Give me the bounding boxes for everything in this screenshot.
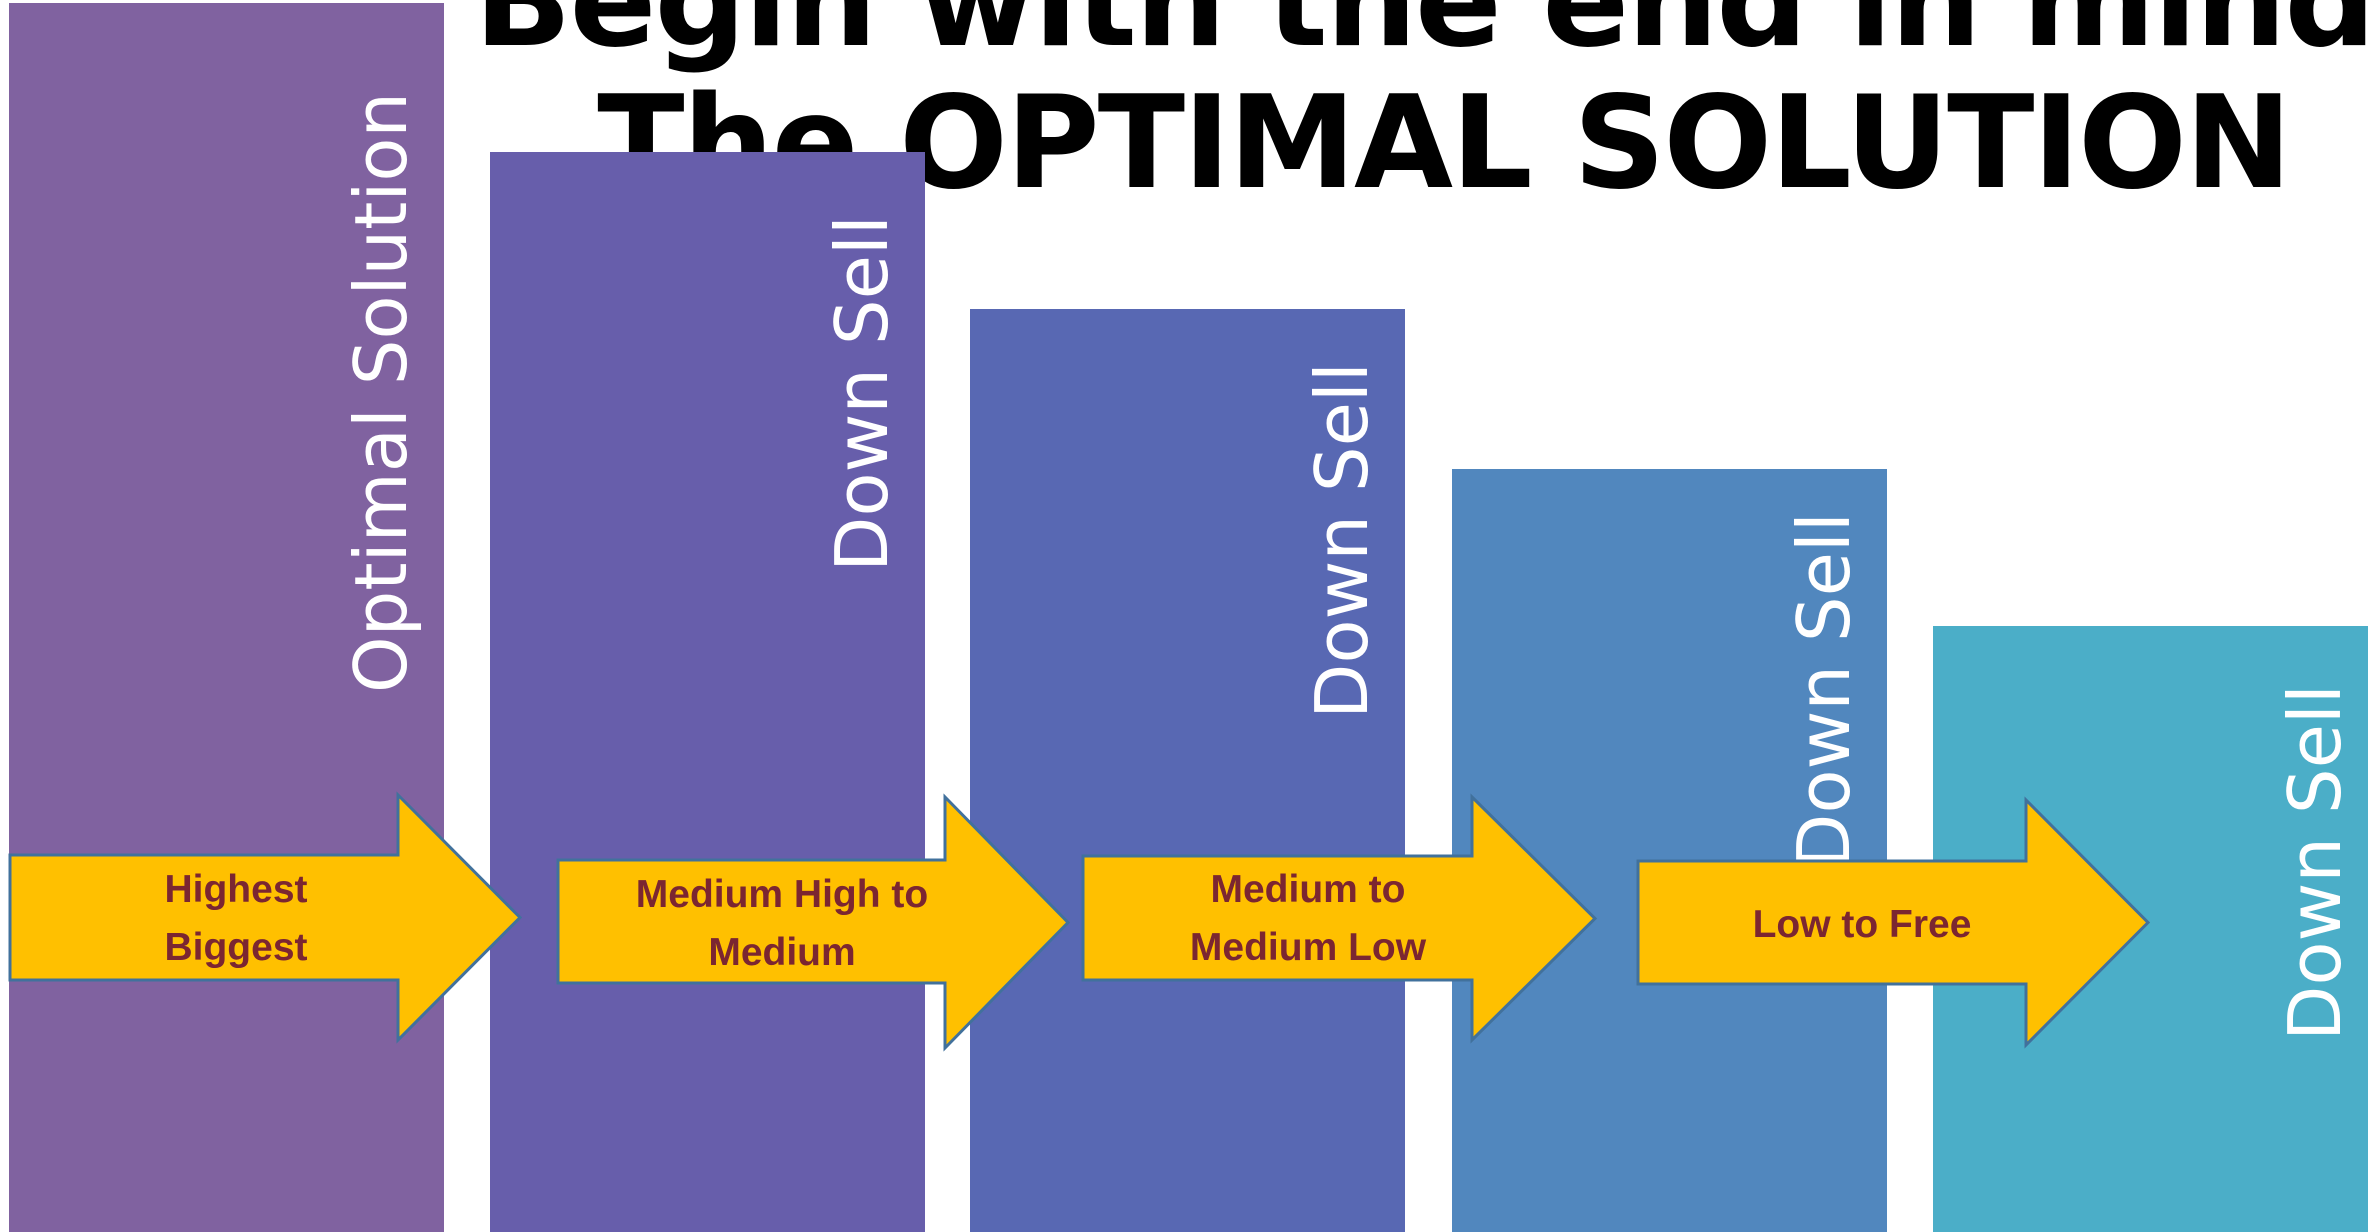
arrow-label: Low to Free (1753, 903, 1972, 946)
arrow-label-line: Low to Free (1753, 903, 1972, 946)
bar-optimal-solution: Optimal Solution (9, 3, 444, 1232)
arrow-medium-to-medium-low: Medium to Medium Low (1081, 793, 1598, 1044)
arrow-shape (1081, 793, 1598, 1044)
arrow-label: Medium to Medium Low (1190, 868, 1427, 969)
arrow-medium-high-to-medium: Medium High to Medium (556, 793, 1071, 1052)
bar-down-sell-2: Down Sell (970, 309, 1405, 1232)
arrow-label-line: Medium (708, 931, 855, 974)
arrow-label-line: Medium to (1211, 868, 1406, 911)
arrow-label-line: Highest (164, 868, 307, 911)
arrow-label-line: Medium High to (636, 873, 928, 916)
arrow-shape (1636, 796, 2151, 1049)
arrow-label-line: Medium Low (1190, 926, 1427, 969)
arrow-shape (556, 793, 1071, 1052)
bar-down-sell-1: Down Sell (490, 152, 925, 1232)
arrow-low-to-free: Low to Free (1636, 796, 2151, 1049)
arrow-label-line: Biggest (164, 926, 307, 969)
arrow-label: Medium High to Medium (636, 873, 928, 974)
diagram-title-line-1: Begin with the end in mind (474, 0, 2374, 76)
arrow-shape (8, 791, 523, 1044)
